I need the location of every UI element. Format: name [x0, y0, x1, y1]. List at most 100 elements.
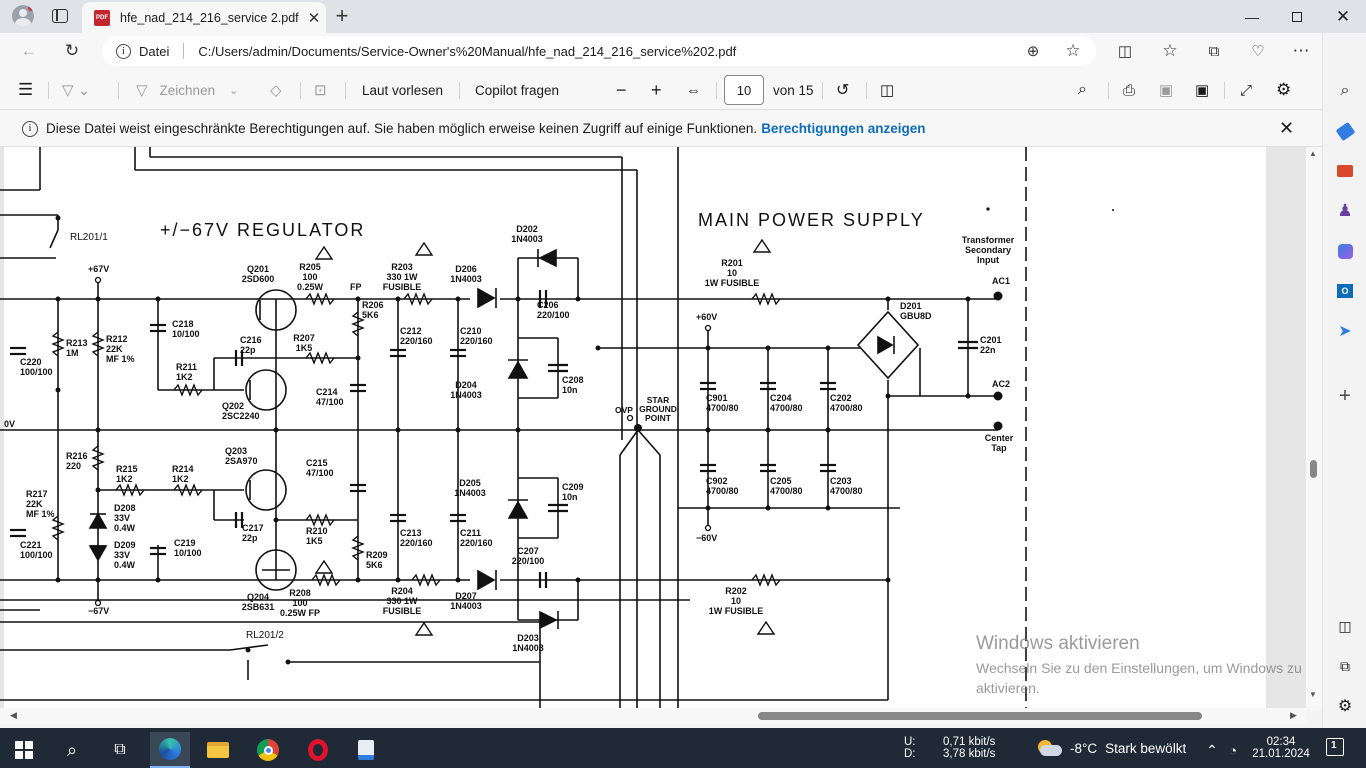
new-tab-icon[interactable]: + — [335, 3, 349, 28]
task-view-icon[interactable]: ⧉ — [114, 741, 126, 758]
page-view-icon[interactable]: ◫ — [880, 82, 895, 99]
taskbar-chrome-icon[interactable] — [248, 732, 288, 768]
highlight-icon[interactable]: ▽ ⌄ — [62, 82, 91, 99]
zoom-icon[interactable]: ⊕ — [1026, 43, 1040, 60]
scroll-left-icon[interactable]: ◀ — [10, 710, 17, 720]
component-label-line: D202 — [516, 224, 538, 234]
sidebar-m365-icon[interactable] — [1333, 239, 1357, 263]
refresh-icon[interactable]: ↻ — [64, 41, 80, 60]
browser-essentials-icon[interactable]: ♡ — [1251, 43, 1265, 60]
component-label-line: 100/100 — [20, 550, 53, 560]
zoom-in-icon[interactable]: + — [651, 79, 662, 100]
close-window-icon[interactable]: ✕ — [1335, 6, 1351, 26]
watermark-subtitle: Wechseln Sie zu den Einstellungen, um Wi… — [976, 660, 1302, 696]
sidebar-drop-icon[interactable]: ➤ — [1338, 323, 1352, 340]
component-label-line: R210 — [306, 526, 328, 536]
tab-actions-icon[interactable] — [52, 9, 68, 23]
minimize-icon[interactable]: — — [1245, 8, 1259, 25]
transformer-line-2: Secondary — [964, 245, 1012, 255]
vertical-scroll-thumb[interactable] — [1310, 460, 1317, 478]
eraser-icon[interactable]: ◇ — [270, 82, 282, 99]
component-label-line: 2SB631 — [241, 602, 275, 612]
search-icon[interactable]: ⌕ — [1078, 81, 1087, 98]
close-infobar-icon[interactable]: ✕ — [1279, 118, 1295, 138]
close-tab-icon[interactable]: ✕ — [307, 9, 321, 27]
scroll-down-icon[interactable]: ▼ — [1309, 690, 1317, 699]
page-number-input[interactable]: 10 — [724, 75, 764, 105]
copilot-ask-button[interactable]: Copilot fragen — [475, 82, 560, 98]
component-label-line: 4700/80 — [830, 486, 863, 496]
sidebar-outlook-icon[interactable]: O — [1333, 279, 1357, 303]
sidebar-tools-icon[interactable] — [1333, 159, 1357, 183]
sidebar-external-icon[interactable]: ⧉ — [1340, 657, 1350, 674]
pdf-viewport[interactable]: +/−67V REGULATOR MAIN POWER SUPPLY Trans… — [0, 147, 1322, 710]
split-screen-icon[interactable]: ◫ — [1117, 43, 1133, 60]
notification-icon[interactable]: 1 — [1326, 738, 1344, 756]
table-of-contents-icon[interactable]: ☰ — [18, 80, 34, 99]
draw-button[interactable]: ▽ Zeichnen ⌄ — [136, 70, 238, 110]
component-label-line: C202 — [830, 393, 852, 403]
terminals — [94, 276, 712, 607]
site-info-icon[interactable]: i — [116, 43, 131, 59]
taskbar-edge-icon[interactable] — [150, 732, 190, 768]
taskbar-opera-icon[interactable] — [298, 732, 338, 768]
view-permissions-link[interactable]: Berechtigungen anzeigen — [761, 121, 926, 136]
component-label-line: 220/160 — [460, 336, 493, 346]
fullscreen-icon[interactable]: ⤢ — [1240, 81, 1253, 99]
url-text: C:/Users/admin/Documents/Service-Owner's… — [198, 43, 737, 59]
schematic-labels: +/−67V REGULATOR MAIN POWER SUPPLY Trans… — [0, 147, 1266, 710]
component-label-line: 10n — [562, 385, 578, 395]
rotate-icon[interactable]: ↺ — [836, 82, 850, 99]
profile-avatar-icon[interactable] — [12, 5, 34, 27]
text-box-icon[interactable]: ⊡ — [314, 82, 327, 99]
read-aloud-button[interactable]: Laut vorlesen — [362, 82, 444, 98]
more-menu-icon[interactable]: ⋯ — [1292, 41, 1310, 60]
taskbar-explorer-icon[interactable] — [198, 732, 238, 768]
ac2-label: AC2 — [992, 379, 1011, 389]
horizontal-scrollbar[interactable]: ◀ ▶ — [0, 708, 1306, 724]
favorite-star-icon[interactable]: ☆ — [1065, 41, 1081, 60]
transistors — [245, 289, 297, 591]
horizontal-scroll-thumb[interactable] — [758, 712, 1202, 720]
sidebar-split-icon[interactable]: ◫ — [1338, 617, 1352, 634]
wifi-icon[interactable]: ◔ — [1229, 742, 1237, 758]
taskbar-app-icon[interactable] — [346, 732, 386, 768]
settings-gear-icon[interactable]: ⚙ — [1276, 80, 1292, 99]
component-label-line: C204 — [770, 393, 792, 403]
back-icon[interactable]: ← — [20, 41, 38, 60]
sidebar-shopping-tag-icon[interactable] — [1333, 119, 1357, 143]
save-as-icon[interactable]: ▣ — [1195, 82, 1210, 99]
sidebar-games-icon[interactable]: ♟ — [1337, 201, 1353, 220]
print-icon[interactable]: ⎙ — [1123, 81, 1136, 99]
vertical-scrollbar[interactable]: ▲ ▼ — [1306, 147, 1322, 710]
clock[interactable]: 02:34 21.01.2024 — [1252, 728, 1310, 768]
collections-icon[interactable]: ⧉ — [1208, 42, 1220, 60]
sidebar-add-icon[interactable]: + — [1339, 384, 1351, 407]
tab-pdf[interactable]: PDF hfe_nad_214_216_service 2.pdf ✕ — [82, 2, 326, 33]
network-speed: U: D: — [904, 728, 916, 768]
scroll-up-icon[interactable]: ▲ — [1309, 149, 1317, 158]
component-label-line: 220/160 — [460, 538, 493, 548]
weather-widget[interactable]: -8°C Stark bewölkt — [1036, 728, 1186, 768]
favorites-icon[interactable]: ☆ — [1162, 41, 1178, 60]
fit-width-icon[interactable]: ⇔ — [686, 81, 701, 99]
maximize-icon[interactable] — [1274, 0, 1320, 33]
component-label-line: 220/160 — [400, 538, 433, 548]
start-icon[interactable] — [4, 732, 44, 768]
url-field[interactable]: i Datei C:/Users/admin/Documents/Service… — [102, 36, 1096, 66]
save-icon[interactable]: ▣ — [1159, 82, 1174, 99]
component-label-line: 1K2 — [176, 372, 193, 382]
taskbar-search-icon[interactable]: ⌕ — [66, 739, 78, 760]
sidebar-search-icon[interactable]: ⌕ — [1340, 82, 1350, 99]
scroll-right-icon[interactable]: ▶ — [1290, 710, 1297, 720]
zoom-out-icon[interactable]: − — [616, 79, 627, 100]
tray-overflow-icon[interactable]: ⌃ — [1206, 741, 1218, 758]
permissions-infobar: i Diese Datei weist eingeschränkte Berec… — [0, 111, 1322, 147]
pdf-toolbar: ☰ ▽ ⌄ ▽ Zeichnen ⌄ ◇ ⊡ Laut vorlesen Cop… — [0, 70, 1322, 110]
sidebar-settings-icon[interactable]: ⚙ — [1337, 698, 1353, 715]
